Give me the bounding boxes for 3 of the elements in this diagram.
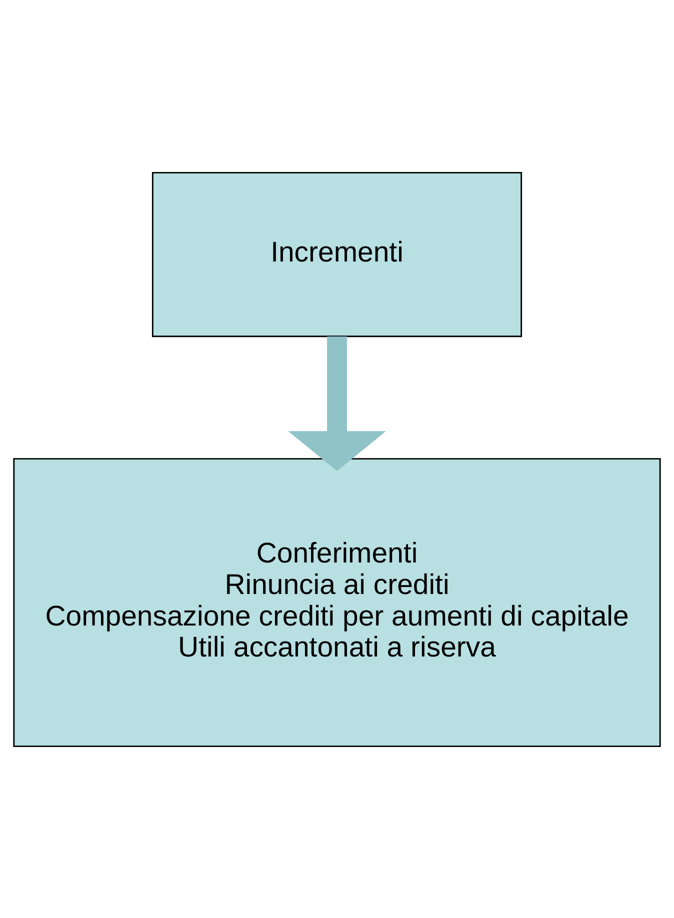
arrow (288, 336, 386, 471)
node-box: Incrementi (152, 171, 522, 337)
node-box: Conferimenti Rinuncia ai crediti Compensazione crediti per aumenti di capitale Utili accantonati a riserva (13, 458, 661, 747)
